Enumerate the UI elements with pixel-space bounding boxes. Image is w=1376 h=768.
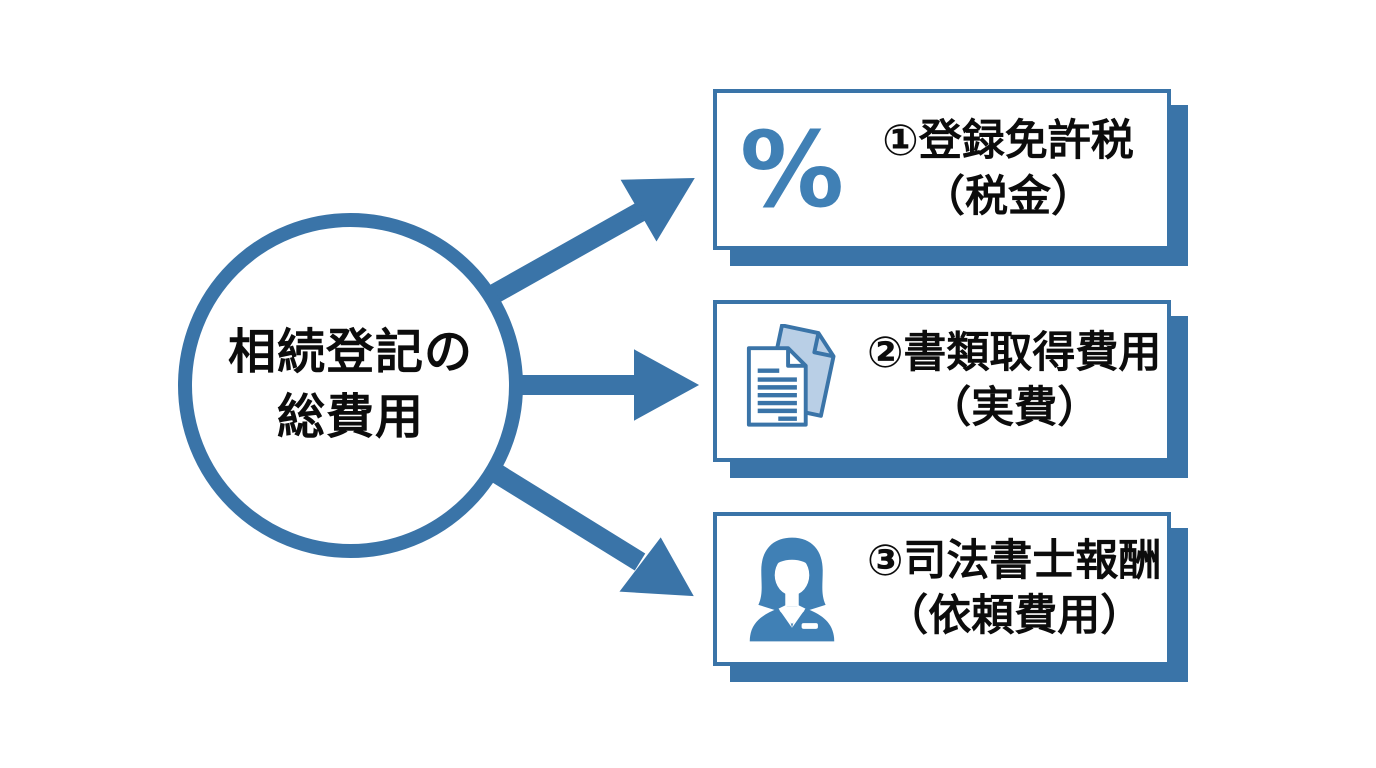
- cost-item-1-subtitle: （税金）: [922, 172, 1094, 221]
- cost-item-3-text: ③司法書士報酬 （依頼費用）: [867, 534, 1179, 644]
- cost-item-2-text: ②書類取得費用 （実費）: [867, 326, 1179, 436]
- arrow-to-item-1: [475, 177, 695, 311]
- cost-item-3-title: ③司法書士報酬: [867, 536, 1162, 585]
- cost-item-2-title: ②書類取得費用: [867, 328, 1162, 377]
- cost-item-3-subtitle: （依頼費用）: [885, 592, 1144, 640]
- total-cost-label-line2: 総費用: [276, 390, 424, 444]
- percent-icon: %: [717, 118, 867, 222]
- arrow-to-item-3: [474, 454, 694, 597]
- documents-icon: [717, 324, 867, 438]
- cost-item-3-box: ③司法書士報酬 （依頼費用）: [713, 512, 1171, 666]
- total-cost-circle: 相続登記の 総費用: [178, 213, 523, 558]
- cost-item-1-text: ①登録免許税 （税金）: [867, 114, 1167, 224]
- total-cost-label: 相続登記の 総費用: [228, 321, 473, 451]
- cost-item-2-subtitle: （実費）: [928, 384, 1101, 432]
- cost-item-1-box: % ①登録免許税 （税金）: [713, 89, 1171, 250]
- total-cost-label-line1: 相続登記の: [227, 325, 473, 379]
- arrow-to-item-2: [503, 349, 700, 421]
- cost-item-2-box: ②書類取得費用 （実費）: [713, 300, 1171, 462]
- person-icon: [717, 533, 867, 645]
- percent-glyph: %: [739, 108, 845, 231]
- cost-item-1-title: ①登録免許税: [882, 117, 1134, 166]
